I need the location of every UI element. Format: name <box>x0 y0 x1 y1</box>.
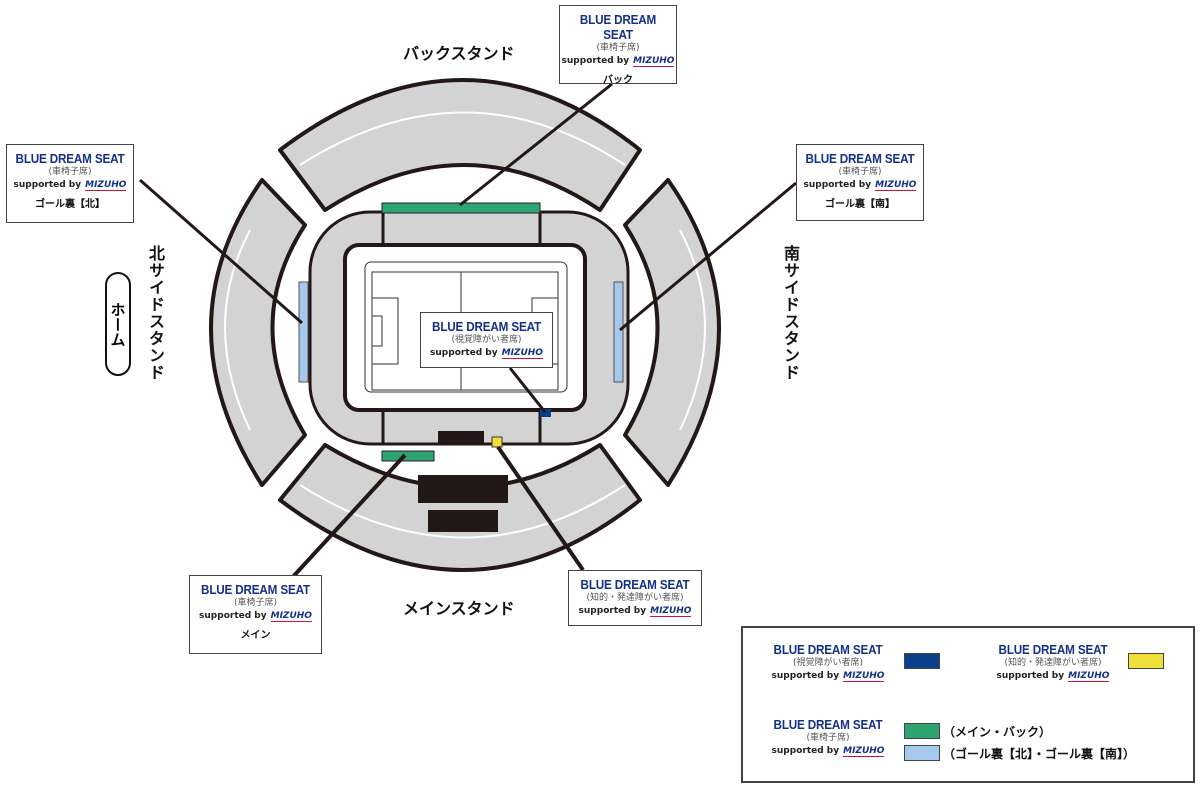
back-stand <box>278 78 642 212</box>
seat-location: メイン <box>240 630 271 641</box>
north-stand <box>209 178 307 487</box>
callout-intellectual: BLUE DREAM SEAT (知的・発達障がい者席) supported b… <box>568 570 702 626</box>
supported-by: supported by <box>199 611 267 621</box>
seat-name: BLUE DREAM SEAT <box>580 577 690 592</box>
seat-type: (視覚障がい者席) <box>451 335 522 345</box>
main-stand-label: メインスタンド <box>403 599 515 618</box>
seat-type: (車椅子席) <box>806 733 850 743</box>
seat-name: BLUE DREAM SEAT <box>432 319 541 334</box>
supported-by: supported by <box>996 671 1065 681</box>
seat-location: ゴール裏【南】 <box>825 199 895 210</box>
legend-swatch-intellectual <box>1128 653 1164 669</box>
supported-by: supported by <box>13 180 82 190</box>
legend-swatch-visual <box>904 653 940 669</box>
sponsor-logo: MIZUHO <box>1068 671 1110 682</box>
north-stand-label: 北サイドスタンド <box>146 245 165 381</box>
supported-by: supported by <box>578 606 647 616</box>
leader-lines <box>139 82 797 582</box>
wheelchair-seat-south <box>613 281 624 383</box>
vip-block-lower <box>428 510 498 532</box>
legend-intellectual: BLUE DREAM SEAT (知的・発達障がい者席) supported b… <box>988 642 1118 683</box>
seat-type: (視覚障がい者席) <box>792 658 864 668</box>
sponsor-logo: MIZUHO <box>843 746 885 757</box>
sponsor-logo: MIZUHO <box>633 56 675 67</box>
seat-type: (車椅子席) <box>48 167 92 177</box>
legend-label-goal: （ゴール裏【北】・ゴール裏【南】） <box>943 747 1136 761</box>
seat-type: (知的・発達障がい者席) <box>586 593 684 603</box>
seat-name: BLUE DREAM SEAT <box>773 717 883 732</box>
supported-by: supported by <box>561 56 630 66</box>
seat-location: バック <box>603 75 633 86</box>
seat-type: (車椅子席) <box>838 167 882 177</box>
wheelchair-seat-north <box>298 281 309 383</box>
seat-name: BLUE DREAM SEAT <box>773 642 883 657</box>
supported-by: supported by <box>803 180 872 190</box>
legend-swatch-main-back <box>904 723 940 739</box>
seat-location: ゴール裏【北】 <box>35 199 105 210</box>
seat-name: BLUE DREAM SEAT <box>201 582 310 597</box>
seat-name: BLUE DREAM SEAT <box>998 642 1108 657</box>
sponsor-logo: MIZUHO <box>85 180 127 191</box>
intellectual-disability-seat <box>491 436 503 448</box>
sponsor-logo: MIZUHO <box>501 348 543 359</box>
back-stand-label: バックスタンド <box>403 44 515 63</box>
supported-by: supported by <box>430 348 498 358</box>
seat-name: BLUE DREAM SEAT <box>15 151 125 166</box>
seat-name: BLUE DREAM SEAT <box>579 12 657 42</box>
south-stand-label: 南サイドスタンド <box>781 245 800 381</box>
legend-label-main-back: （メイン・バック） <box>943 725 1052 739</box>
sponsor-logo: MIZUHO <box>843 671 885 682</box>
sponsor-logo: MIZUHO <box>650 606 692 617</box>
wheelchair-seat-main <box>381 450 435 462</box>
seat-name: BLUE DREAM SEAT <box>805 151 915 166</box>
sponsor-logo: MIZUHO <box>875 180 917 191</box>
main-stand <box>278 443 642 572</box>
pitch <box>364 261 568 393</box>
vip-block <box>418 475 508 503</box>
visual-impairment-seat <box>540 409 551 417</box>
home-badge: ホーム <box>105 272 131 376</box>
supported-by: supported by <box>771 671 840 681</box>
supported-by: supported by <box>771 746 840 756</box>
legend-swatch-goal <box>904 745 940 761</box>
sponsor-logo: MIZUHO <box>270 611 312 622</box>
media-block <box>438 431 484 443</box>
south-stand <box>623 178 721 487</box>
seat-type: (知的・発達障がい者席) <box>1004 658 1102 668</box>
seat-type: (車椅子席) <box>596 43 640 53</box>
seat-type: (車椅子席) <box>233 598 278 608</box>
